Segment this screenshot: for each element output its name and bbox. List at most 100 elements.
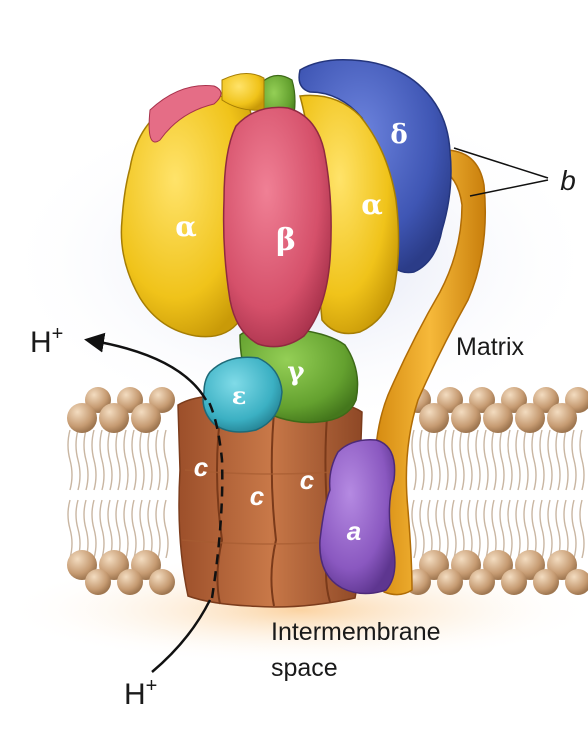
epsilon-label: ε xyxy=(232,381,247,410)
delta-label: δ xyxy=(390,120,407,150)
lipid-tail xyxy=(572,500,576,558)
lipid-tail xyxy=(564,430,568,490)
lipid-tail xyxy=(548,500,552,558)
lipid-tail xyxy=(460,500,464,558)
lipid-tail xyxy=(68,430,72,490)
lipid-head xyxy=(149,569,175,595)
a-label: a xyxy=(347,516,361,546)
lipid-tail xyxy=(76,430,80,490)
lipid-head xyxy=(483,403,513,433)
lipid-tail xyxy=(100,500,104,558)
lipid-tail xyxy=(436,500,440,558)
lipid-tail xyxy=(68,500,72,558)
lipid-tail xyxy=(556,430,560,490)
lipid-tail xyxy=(460,430,464,490)
lipid-tail xyxy=(76,500,80,558)
lipid-tail xyxy=(516,500,520,558)
lipid-tail xyxy=(420,430,424,490)
lipid-head xyxy=(419,403,449,433)
lipid-tail xyxy=(428,430,432,490)
lipid-tail xyxy=(516,430,520,490)
lipid-tail xyxy=(412,500,416,558)
lipid-head xyxy=(515,403,545,433)
lipid-tail xyxy=(548,430,552,490)
lipid-tail xyxy=(580,500,584,558)
beta-label: β xyxy=(276,223,296,258)
lipid-tail xyxy=(524,430,528,490)
lipid-tail xyxy=(92,430,96,490)
lipid-tail xyxy=(124,430,128,490)
lipid-tail xyxy=(468,500,472,558)
lipid-tail xyxy=(444,500,448,558)
lipid-tail xyxy=(108,500,112,558)
lipid-tail xyxy=(116,500,120,558)
lipid-tail xyxy=(164,430,168,490)
lipid-tail xyxy=(468,430,472,490)
alpha-label-left: α xyxy=(175,210,197,243)
lipid-tail xyxy=(116,430,120,490)
proton-top-symbol: H xyxy=(30,326,52,359)
lipid-tail xyxy=(532,500,536,558)
lipid-tail xyxy=(428,500,432,558)
lipid-head xyxy=(99,403,129,433)
lipid-tail xyxy=(132,430,136,490)
lipid-tail xyxy=(148,430,152,490)
lipid-tail xyxy=(108,430,112,490)
lipid-head xyxy=(469,569,495,595)
lipid-tail xyxy=(100,430,104,490)
lipid-tail xyxy=(476,430,480,490)
gamma-label: γ xyxy=(287,357,305,387)
lipid-tail xyxy=(444,430,448,490)
lipid-head xyxy=(117,569,143,595)
b-label: b xyxy=(560,165,576,196)
lipid-tail xyxy=(524,500,528,558)
lipid-tail xyxy=(492,500,496,558)
lipid-tail xyxy=(412,430,416,490)
lipid-tail xyxy=(420,500,424,558)
lipid-tail xyxy=(452,430,456,490)
lipid-tail xyxy=(500,430,504,490)
lipid-tail xyxy=(500,500,504,558)
lipid-head xyxy=(501,569,527,595)
lipid-tail xyxy=(508,430,512,490)
lipid-head xyxy=(67,403,97,433)
lipid-tail xyxy=(508,500,512,558)
lipid-tail xyxy=(492,430,496,490)
lipid-tail xyxy=(436,430,440,490)
lipid-tail xyxy=(148,500,152,558)
lipid-head xyxy=(131,403,161,433)
space-label: space xyxy=(271,654,338,682)
lipid-tail xyxy=(452,500,456,558)
lipid-tail xyxy=(556,500,560,558)
lipid-tail xyxy=(484,500,488,558)
intermembrane-label: Intermembrane xyxy=(271,618,441,646)
c-label-2: c xyxy=(250,481,265,511)
lipid-head xyxy=(85,569,111,595)
lipid-head xyxy=(533,569,559,595)
c-label-1: c xyxy=(194,452,209,482)
lipid-tail xyxy=(84,430,88,490)
lipid-head xyxy=(437,569,463,595)
lipid-tail xyxy=(564,500,568,558)
lipid-tail xyxy=(540,500,544,558)
lipid-tail xyxy=(92,500,96,558)
lipid-tail xyxy=(140,500,144,558)
lipid-tail xyxy=(124,500,128,558)
lipid-tail xyxy=(156,430,160,490)
proton-bottom-charge: + xyxy=(146,675,158,697)
lipid-tail xyxy=(156,500,160,558)
lipid-tail xyxy=(84,500,88,558)
lipid-tail xyxy=(572,430,576,490)
lipid-head xyxy=(547,403,577,433)
proton-bottom-symbol: H xyxy=(124,678,146,711)
matrix-label: Matrix xyxy=(456,333,525,361)
lipid-tail xyxy=(532,430,536,490)
alpha-label-right: α xyxy=(361,188,383,221)
lipid-tail xyxy=(140,430,144,490)
proton-top-charge: + xyxy=(52,323,64,345)
lipid-tail xyxy=(580,430,584,490)
lipid-tail xyxy=(484,430,488,490)
c-label-3: c xyxy=(300,465,315,495)
proton-label-bottom: H+ xyxy=(124,675,157,711)
